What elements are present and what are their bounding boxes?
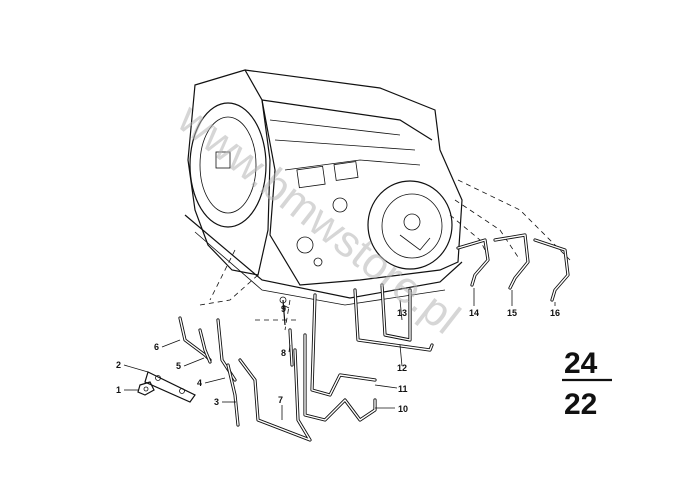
callout-3: 3 bbox=[214, 397, 219, 407]
bracket-2 bbox=[144, 371, 196, 403]
callout-10: 10 bbox=[398, 404, 408, 414]
screw-9 bbox=[279, 296, 287, 326]
pipe-3 bbox=[226, 363, 240, 427]
pipe-11 bbox=[310, 293, 377, 397]
callout-6: 6 bbox=[154, 342, 159, 352]
pipe-5 bbox=[198, 328, 212, 364]
hollow-bolt-8 bbox=[288, 328, 294, 367]
callout-15: 15 bbox=[507, 308, 517, 318]
callout-12: 12 bbox=[397, 363, 407, 373]
section-number: 24 22 bbox=[562, 347, 612, 421]
u-bracket-14 bbox=[456, 238, 490, 287]
section-number-bottom: 22 bbox=[564, 388, 597, 421]
u-bracket-16 bbox=[533, 238, 570, 302]
callout-7: 7 bbox=[278, 395, 283, 405]
section-number-top: 24 bbox=[564, 347, 598, 380]
callout-8: 8 bbox=[281, 348, 286, 358]
callout-14: 14 bbox=[469, 308, 479, 318]
pipe-13 bbox=[380, 283, 412, 342]
pipe-4 bbox=[216, 318, 237, 382]
callout-2: 2 bbox=[116, 360, 121, 370]
watermark-text: www.bmwstore.pl bbox=[168, 94, 469, 344]
callout-4: 4 bbox=[197, 378, 202, 388]
callout-9: 9 bbox=[281, 304, 286, 314]
callout-5: 5 bbox=[176, 361, 181, 371]
pipe-10 bbox=[303, 333, 377, 422]
pipe-7 bbox=[238, 348, 312, 442]
nut-1 bbox=[137, 381, 155, 396]
callout-16: 16 bbox=[550, 308, 560, 318]
callout-13: 13 bbox=[397, 308, 407, 318]
leader-lines bbox=[123, 288, 556, 420]
callout-labels: 1 2 3 4 5 6 7 8 9 10 11 12 13 14 15 16 bbox=[116, 304, 560, 414]
u-bracket-15 bbox=[493, 233, 530, 290]
transmission-housing bbox=[184, 69, 571, 331]
callout-1: 1 bbox=[116, 385, 121, 395]
pipe-12 bbox=[353, 288, 434, 352]
callout-11: 11 bbox=[398, 384, 408, 394]
